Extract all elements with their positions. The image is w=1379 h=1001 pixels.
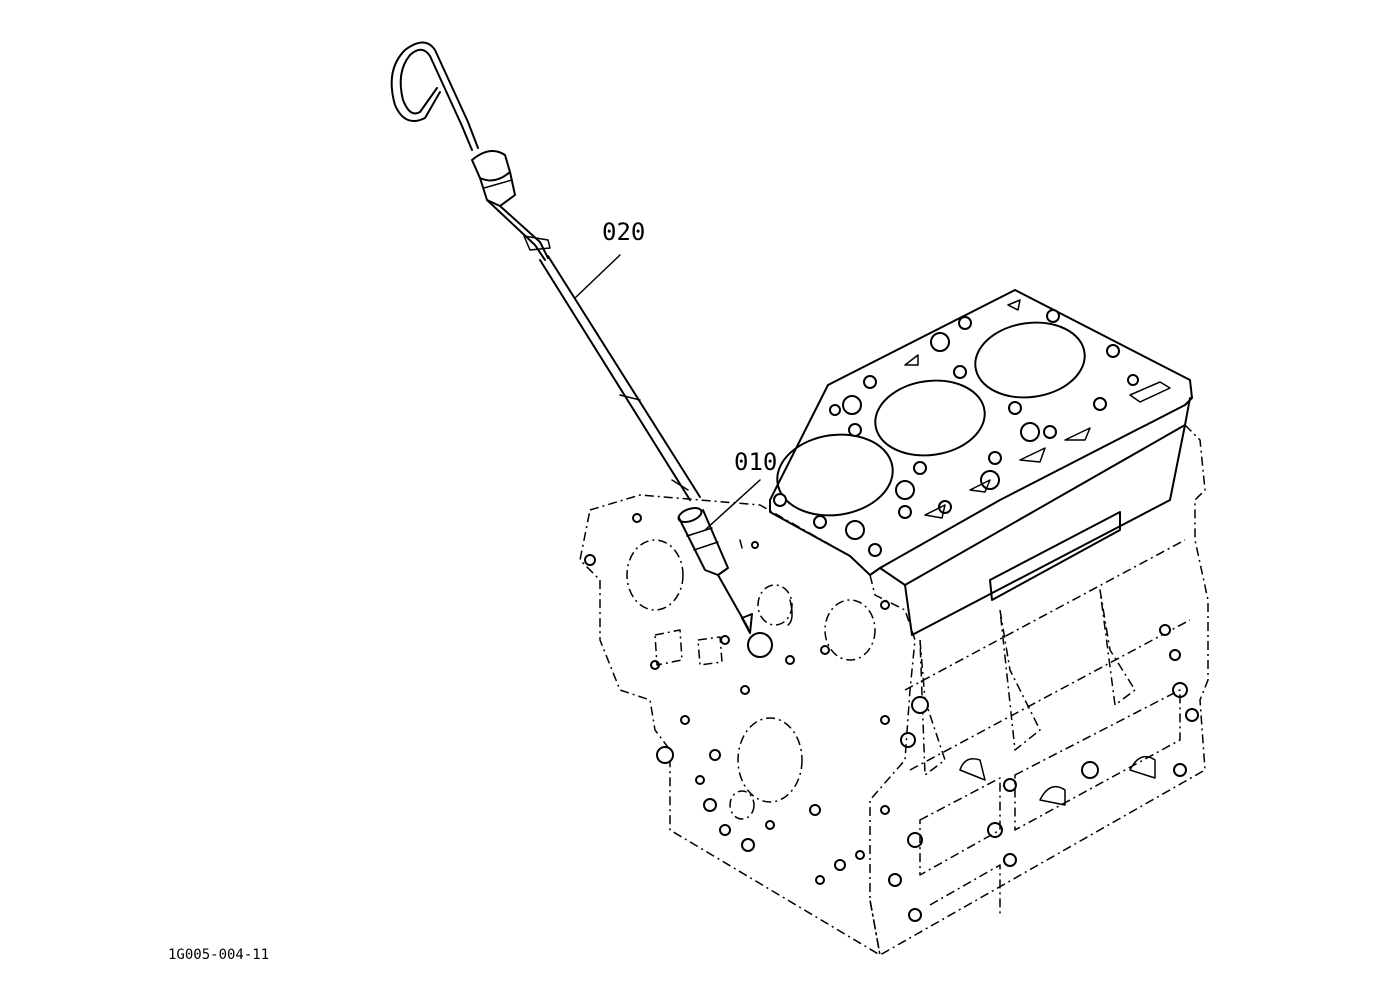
oil-dipstick (390, 41, 701, 501)
callout-010: 010 (704, 448, 777, 531)
dipstick-guide-pipe (677, 507, 753, 634)
drawing-code: 1G005-004-11 (168, 947, 269, 963)
callout-020: 020 (574, 218, 645, 299)
engine-block (579, 289, 1209, 956)
callout-label-020: 020 (602, 218, 645, 246)
callout-label-010: 010 (734, 448, 777, 476)
